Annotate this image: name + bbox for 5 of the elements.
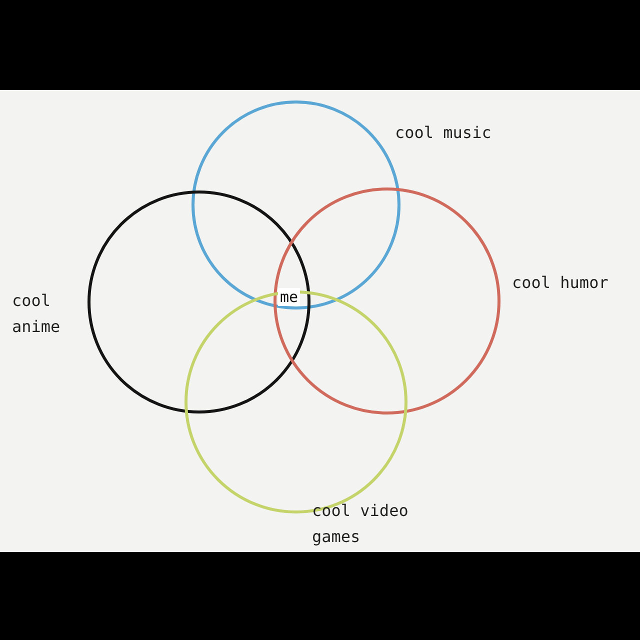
set-label: cool humor [512,272,608,294]
intersection-label: me [278,288,300,306]
set-label: cool music [395,122,492,144]
set-label: cool video games [312,500,410,548]
set-label: cool anime [12,290,62,338]
